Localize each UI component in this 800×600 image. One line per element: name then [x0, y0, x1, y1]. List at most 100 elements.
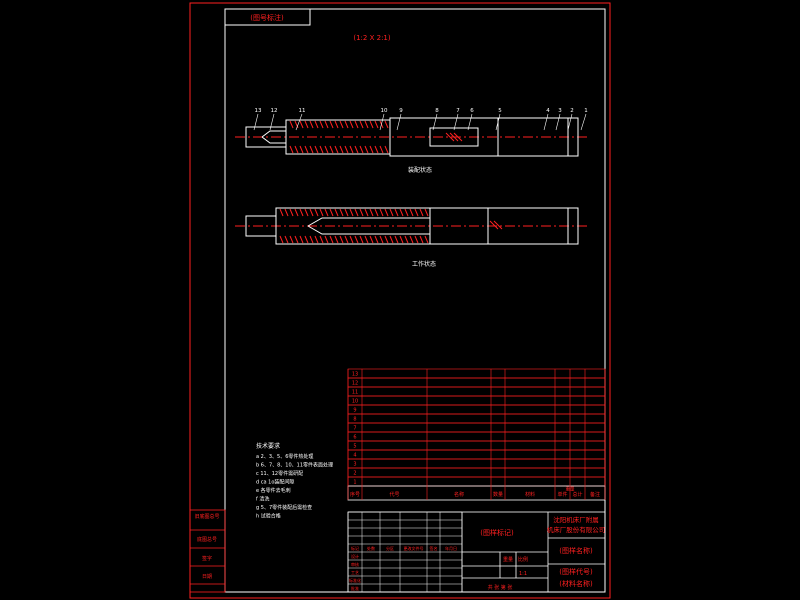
role-label: 标准化: [349, 577, 361, 583]
coil: [359, 120, 364, 129]
bom-row: [347, 476, 606, 487]
coil: [369, 235, 374, 244]
bom-row: [347, 440, 606, 451]
drawing-mark: (图样标记): [480, 528, 514, 537]
coil: [414, 208, 419, 217]
coil: [339, 235, 344, 244]
leader-line: [453, 113, 459, 131]
bom-row: [347, 395, 606, 406]
coil: [339, 145, 344, 154]
tech-note-line: b 6、7、8、10、11零件表面处理: [256, 462, 333, 469]
outer-frame: [189, 2, 611, 599]
coil: [374, 208, 379, 217]
coil: [349, 145, 354, 154]
coil: [329, 235, 334, 244]
bom-header-weight: 重量: [566, 486, 575, 493]
top-title-text: (图号标注): [250, 13, 284, 22]
view-label-bottom: 工作状态: [412, 260, 436, 268]
coil: [339, 120, 344, 129]
drawing-code: (图样代号): [559, 567, 593, 576]
coil: [299, 235, 304, 244]
hatch-top: [445, 132, 463, 142]
cone-top-b: [261, 136, 286, 144]
bom-row: [347, 413, 606, 424]
coil: [314, 120, 319, 129]
tech-note-line: c 11、12零件需研配: [256, 470, 303, 477]
bom-row: [347, 386, 606, 397]
coil: [299, 120, 304, 129]
bom-header-cell: 序号: [350, 491, 360, 498]
coil: [344, 235, 349, 244]
bom-row-number: 6: [353, 435, 356, 441]
rev-label: 年月日: [445, 545, 457, 551]
coil: [284, 235, 289, 244]
scale-value: 1:1: [519, 571, 527, 577]
bom-row-number: 11: [352, 390, 358, 396]
coil: [334, 235, 339, 244]
coil: [324, 235, 329, 244]
role-label: 工艺: [351, 570, 359, 575]
coil: [329, 208, 334, 217]
coil: [364, 145, 369, 154]
sheet-label: 共 张 第 张: [488, 584, 513, 591]
bom-row: [347, 368, 606, 379]
leader-line: [432, 113, 438, 131]
coil: [319, 145, 324, 154]
part-number-label: 11: [299, 108, 306, 114]
leader-line: [580, 113, 587, 131]
coil: [289, 145, 294, 154]
coil: [374, 235, 379, 244]
part-number-label: 8: [435, 108, 439, 114]
bom-row-number: 3: [353, 462, 356, 468]
coil: [369, 145, 374, 154]
part-number-label: 2: [570, 108, 574, 114]
coil: [304, 120, 309, 129]
coil: [424, 235, 429, 244]
coil: [339, 208, 344, 217]
stamp-signature: 签字: [202, 555, 212, 562]
coil: [404, 208, 409, 217]
coil: [314, 208, 319, 217]
drawing-name: (图样名称): [559, 546, 593, 555]
leader-line: [253, 113, 259, 131]
part-number-label: 13: [255, 108, 262, 114]
leader-line: [543, 113, 549, 131]
coil: [359, 145, 364, 154]
cone-bottom-b: [307, 225, 430, 235]
top-title-box: [224, 8, 311, 26]
part-number-label: 12: [271, 108, 278, 114]
coil: [354, 120, 359, 129]
coil: [349, 235, 354, 244]
coil: [309, 145, 314, 154]
leader-line: [295, 113, 303, 131]
scale-label: 比例: [518, 556, 528, 563]
leader-line: [396, 113, 402, 131]
assembly-view-top: [235, 117, 588, 157]
coil: [394, 235, 399, 244]
bom-row-number: 8: [353, 417, 356, 423]
coil: [379, 145, 384, 154]
role-label: 审核: [351, 561, 359, 567]
coil: [289, 208, 294, 217]
weight-label: 重量: [503, 556, 513, 563]
coil: [319, 208, 324, 217]
assembly-view-bottom: [235, 207, 588, 245]
coil: [409, 235, 414, 244]
company-name: 沈阳机床厂附属: [553, 515, 599, 524]
part-number-label: 6: [470, 108, 474, 114]
coil: [349, 208, 354, 217]
coil: [374, 120, 379, 129]
coil: [324, 120, 329, 129]
coil: [369, 208, 374, 217]
coil: [399, 208, 404, 217]
bom-row-number: 5: [353, 444, 356, 450]
coil: [409, 208, 414, 217]
coil: [304, 235, 309, 244]
coil: [304, 208, 309, 217]
coil: [389, 235, 394, 244]
coil: [319, 235, 324, 244]
coil: [309, 120, 314, 129]
coil: [319, 120, 324, 129]
